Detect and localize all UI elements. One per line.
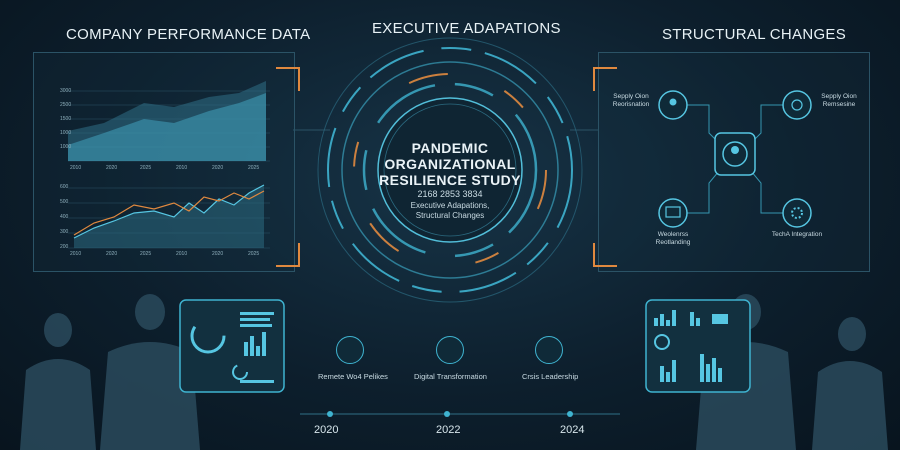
tick-label: 2025 — [140, 165, 152, 171]
hub-title-line-1: PANDEMIC — [411, 140, 489, 156]
gear-icon — [782, 198, 812, 228]
initiative-label: Crsis Leadership — [522, 372, 579, 381]
timeline-dot — [327, 411, 333, 417]
performance-charts — [68, 81, 270, 249]
initiative-label: Digital Transformation — [414, 372, 487, 381]
corner-bracket — [276, 67, 300, 91]
tick-label: 300 — [60, 229, 69, 235]
tick-label: 200 — [60, 244, 69, 250]
hub-title-line-2: ORGANIZATIONAL — [384, 156, 516, 172]
right-section-title: STRUCTURAL CHANGES — [662, 26, 847, 43]
node-label: Sepply Oion Remsesine — [821, 93, 857, 108]
corner-bracket — [276, 243, 300, 267]
monitor-icon — [658, 198, 688, 228]
tick-label: 2025 — [248, 251, 260, 257]
tick-label: 1000 — [60, 130, 72, 136]
leadership-icon — [535, 336, 563, 364]
structure-diagram — [658, 90, 812, 228]
tick-label: 2500 — [60, 102, 72, 108]
timeline-dot — [567, 411, 573, 417]
node-label: Sepply Oion Reorisnation — [612, 93, 650, 108]
tablet-left — [179, 299, 285, 393]
corner-bracket — [593, 67, 617, 91]
tick-label: 2020 — [106, 251, 118, 257]
hub-subtitle-2: Structural Changes — [415, 211, 485, 220]
tick-label: 2010 — [176, 165, 188, 171]
hub-years: 2168 2853 3834 — [417, 189, 483, 199]
hub-title-line-3: RESILIENCE STUDY — [379, 172, 521, 188]
tick-label: 2025 — [248, 165, 260, 171]
tick-label: 500 — [60, 199, 69, 205]
person-silhouette — [135, 294, 165, 330]
monitor-icon — [436, 336, 464, 364]
tick-label: 3000 — [60, 88, 72, 94]
node-label: Weolenrss Reotlanding — [655, 231, 691, 246]
tick-label: 2020 — [212, 251, 224, 257]
structural-changes-panel: Sepply Oion Reorisnation Sepply Oion Rem… — [593, 52, 870, 272]
timeline-year: 2022 — [436, 424, 461, 436]
bottom-line-orange — [73, 190, 265, 236]
tick-label: 2020 — [212, 165, 224, 171]
tick-label: 2010 — [70, 251, 82, 257]
node-label: TechA Integration — [771, 231, 823, 238]
bottom-area — [74, 185, 264, 248]
tick-label: 2025 — [140, 251, 152, 257]
top-area-front — [68, 93, 266, 161]
performance-data-panel: 3000 2500 1500 1000 1000 2010 2020 2025 … — [33, 52, 300, 272]
people-gear-icon — [782, 90, 812, 120]
tick-label: 400 — [60, 214, 69, 220]
bottom-line-blue — [73, 184, 265, 239]
hub-subtitle-1: Executive Adapations, — [410, 201, 490, 210]
tick-label: 1000 — [60, 144, 72, 150]
tick-label: 2010 — [70, 165, 82, 171]
left-section-title: COMPANY PERFORMANCE DATA — [66, 26, 311, 43]
team-icon — [722, 141, 748, 167]
tick-label: 2020 — [106, 165, 118, 171]
corner-bracket — [593, 243, 617, 267]
initiative-label: Remete Wo4 Pelikes — [318, 372, 388, 381]
timeline-dot — [444, 411, 450, 417]
timeline-year: 2020 — [314, 424, 339, 436]
center-section-title: EXECUTIVE ADAPATIONS — [372, 20, 561, 37]
timeline-year: 2024 — [560, 424, 585, 436]
remote-work-icon — [336, 336, 364, 364]
tick-label: 1500 — [60, 116, 72, 122]
person-silhouette — [44, 313, 72, 347]
person-silhouette — [838, 317, 866, 351]
tick-label: 2010 — [176, 251, 188, 257]
tablet-right — [645, 299, 751, 393]
tick-label: 600 — [60, 184, 69, 190]
